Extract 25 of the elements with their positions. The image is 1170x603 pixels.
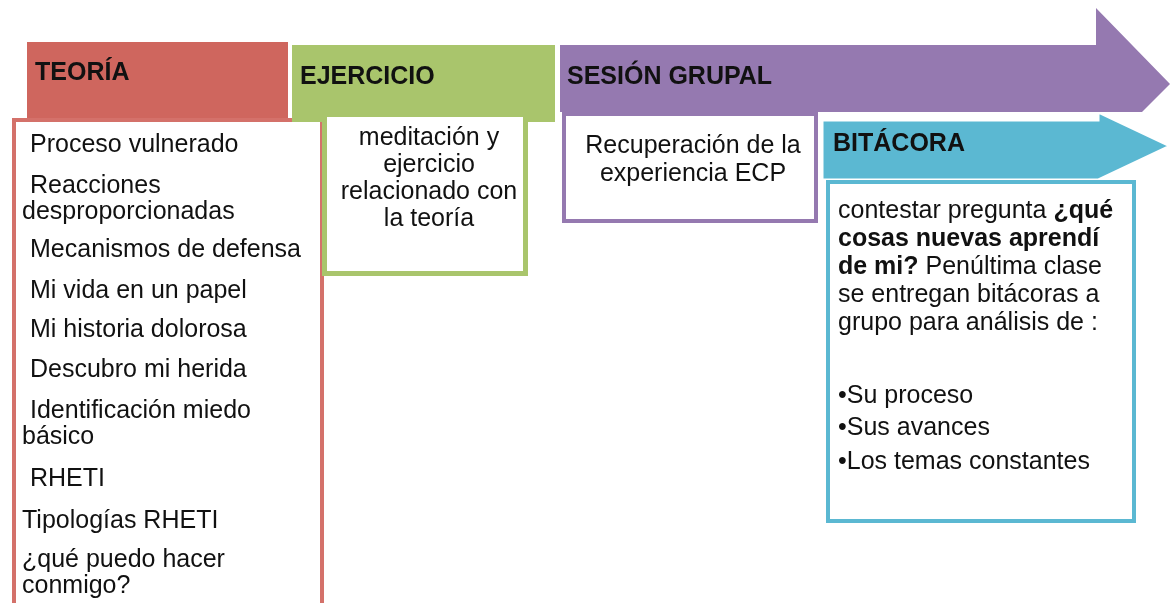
header-text: BITÁCORA [833, 129, 966, 155]
list-item-text: RHETI [29, 464, 106, 490]
body-text: contestar pregunta ¿qué cosas nuevas aprendí de mi? Penúltima clase se entregan bitácoras a grupo para análisis de : [838, 195, 1115, 335]
content-box [562, 112, 818, 223]
header-text: EJERCICIO [300, 62, 436, 88]
body-text: meditación y ejercicio relacionado con la teoría [339, 123, 519, 231]
body-text: •Los temas constantes [838, 446, 1091, 474]
list-item-text: Mi vida en un papel [29, 276, 248, 302]
list-item-text: Proceso vulnerado [29, 130, 240, 156]
body-text: •Sus avances [838, 412, 991, 440]
list-item-text: Identificación miedo básico [22, 396, 252, 448]
list-item-text: Mecanismos de defensa [29, 235, 302, 261]
header-band [292, 45, 555, 122]
list-item-text: Reacciones desproporcionadas [22, 171, 236, 223]
body-text: •Su proceso [838, 380, 975, 408]
list-item-text: Descubro mi herida [29, 355, 248, 381]
content-box [826, 180, 1136, 523]
list-item-text: ¿qué puedo hacer conmigo? [22, 545, 226, 597]
list-item-text: Mi historia dolorosa [29, 315, 248, 341]
header-text: SESIÓN GRUPAL [567, 62, 774, 88]
header-text: TEORÍA [35, 58, 131, 84]
list-item-text: Tipologías RHETI [22, 506, 220, 532]
arrow-band [560, 8, 1170, 112]
body-text: Recuperación de la experiencia ECP [584, 130, 802, 186]
content-box [12, 118, 324, 603]
